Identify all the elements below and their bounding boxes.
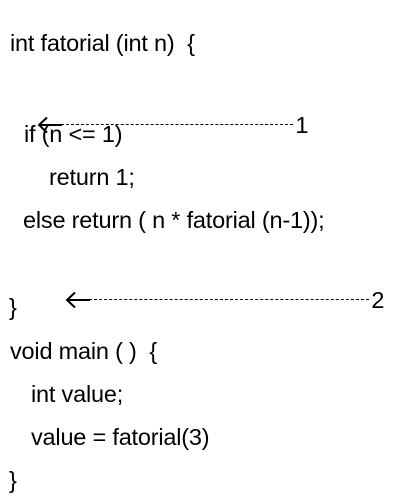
marker-dashed-line xyxy=(89,299,370,301)
code-line-closing-brace: } xyxy=(9,294,17,320)
code-line-function-call: value = fatorial(3) xyxy=(31,424,210,450)
execution-marker-2: 2 xyxy=(40,247,384,313)
left-arrow-icon xyxy=(37,116,63,134)
code-line-recursive-return: else return ( n * fatorial (n-1)); xyxy=(23,207,325,233)
code-line-closing-brace-main: } xyxy=(9,467,17,493)
marker-number: 1 xyxy=(295,111,309,138)
left-arrow-icon xyxy=(65,291,91,309)
code-line-if-condition: if (n <= 1) xyxy=(24,121,123,147)
code-line-main-signature: void main ( ) { xyxy=(10,338,157,364)
code-line-variable-declaration: int value; xyxy=(31,381,124,407)
code-line-function-signature: int fatorial (int n) { xyxy=(10,30,195,56)
execution-marker-1: 1 xyxy=(12,72,308,138)
marker-number: 2 xyxy=(371,286,385,313)
marker-dashed-line xyxy=(61,124,294,126)
code-line-return-base: return 1; xyxy=(49,164,135,190)
